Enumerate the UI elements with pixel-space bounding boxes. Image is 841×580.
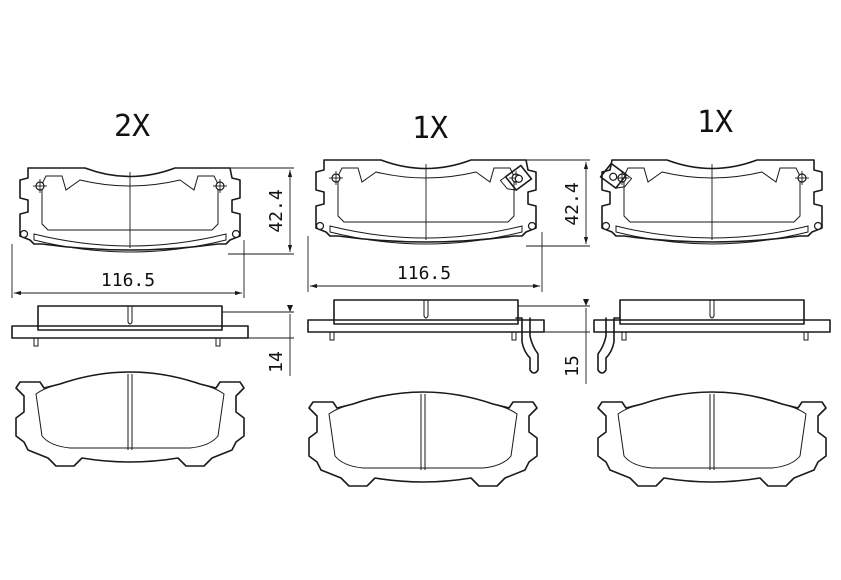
pad-1-friction-view bbox=[15, 371, 245, 467]
pad-3-friction-view bbox=[597, 391, 827, 487]
pad-2-wear-sensor-spring bbox=[515, 317, 539, 374]
pad-3-quantity: 1X bbox=[697, 105, 733, 140]
pad-2-width-dimension: 116.5 bbox=[397, 263, 451, 284]
pad-2-front-view bbox=[315, 159, 537, 245]
pad-1-front-view bbox=[19, 167, 241, 253]
pad-3-wear-sensor-clip bbox=[597, 160, 635, 193]
pad-2-friction-view bbox=[308, 391, 538, 487]
pad-1-width-dimension: 116.5 bbox=[101, 270, 155, 291]
pad-1-thickness-dimension: 14 bbox=[266, 351, 287, 373]
pad-3-side-view bbox=[593, 299, 831, 341]
pad-2-height-dimension: 42.4 bbox=[562, 182, 583, 225]
pad-set-1: 2X 116.5 42.4 14 bbox=[11, 109, 294, 467]
pad-2-thickness-dimension: 15 bbox=[562, 355, 583, 377]
pad-2-quantity: 1X bbox=[412, 111, 448, 146]
pad-1-quantity: 2X bbox=[114, 109, 150, 144]
pad-2-side-view bbox=[307, 299, 545, 341]
pad-3-front-view bbox=[601, 159, 823, 245]
pad-1-side-view bbox=[11, 305, 249, 347]
pad-3-wear-sensor-spring bbox=[597, 317, 621, 374]
pad-set-2: 1X 116.5 42.4 15 bbox=[307, 111, 590, 487]
pad-1-height-dimension: 42.4 bbox=[266, 189, 287, 232]
pad-set-3: 1X bbox=[593, 105, 831, 487]
